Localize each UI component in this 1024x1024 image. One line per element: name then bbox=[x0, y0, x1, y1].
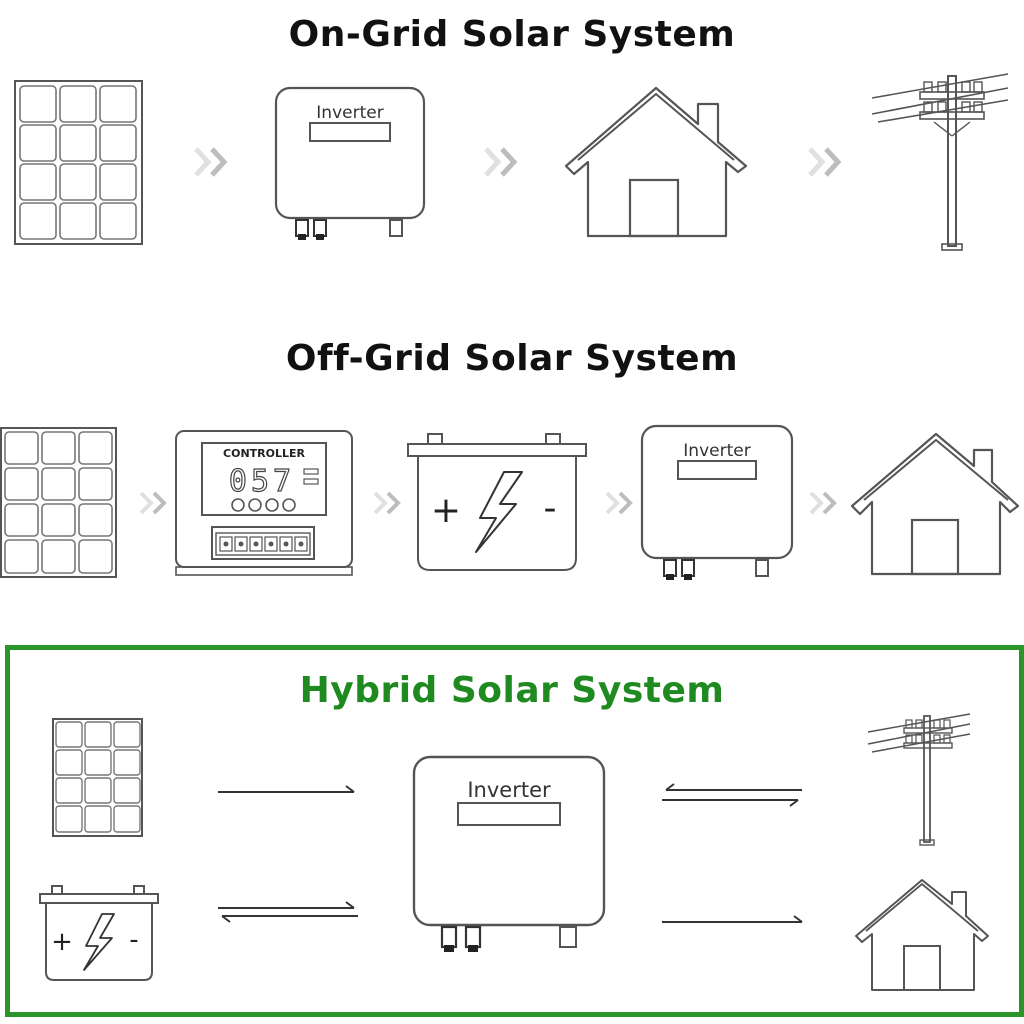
arrow-icon bbox=[662, 914, 806, 928]
solar-panel-icon bbox=[0, 427, 118, 579]
charge-controller-icon: CONTROLLER 057 bbox=[174, 429, 354, 577]
house-icon bbox=[558, 80, 754, 244]
battery-minus: - bbox=[129, 925, 138, 955]
double-chevron-icon bbox=[372, 490, 404, 516]
controller-display: 057 bbox=[229, 464, 295, 499]
battery-plus: + bbox=[431, 490, 461, 531]
double-chevron-icon bbox=[806, 146, 846, 178]
off-grid-title: Off-Grid Solar System bbox=[285, 338, 739, 379]
battery-minus: - bbox=[544, 488, 557, 529]
double-chevron-icon bbox=[482, 146, 522, 178]
arrow-icon bbox=[218, 784, 358, 798]
hybrid-title: Hybrid Solar System bbox=[299, 670, 725, 711]
double-chevron-icon bbox=[192, 146, 232, 178]
inverter-icon: Inverter bbox=[640, 424, 794, 584]
battery-plus: + bbox=[51, 927, 73, 957]
double-chevron-icon bbox=[604, 490, 636, 516]
on-grid-title: On-Grid Solar System bbox=[288, 14, 736, 55]
house-icon bbox=[846, 428, 1024, 578]
lightning-icon bbox=[83, 913, 115, 971]
inverter-label: Inverter bbox=[316, 103, 383, 123]
battery-icon: + - bbox=[38, 884, 160, 984]
solar-panel-icon bbox=[14, 80, 144, 246]
inverter-label: Inverter bbox=[683, 441, 750, 461]
house-icon bbox=[852, 874, 992, 994]
hybrid-section-frame bbox=[5, 645, 1024, 1017]
inverter-icon: Inverter bbox=[412, 755, 608, 955]
bidirectional-arrow-icon bbox=[218, 900, 358, 926]
bidirectional-arrow-icon bbox=[662, 783, 806, 810]
controller-label: CONTROLLER bbox=[223, 447, 305, 460]
lightning-icon bbox=[475, 471, 523, 553]
inverter-icon: Inverter bbox=[274, 86, 426, 242]
utility-pole-icon bbox=[868, 70, 1012, 254]
solar-panel-icon bbox=[52, 718, 144, 838]
double-chevron-icon bbox=[808, 490, 840, 516]
utility-pole-icon bbox=[864, 710, 974, 848]
battery-icon: + - bbox=[406, 432, 588, 574]
inverter-label: Inverter bbox=[467, 778, 551, 802]
double-chevron-icon bbox=[138, 490, 170, 516]
